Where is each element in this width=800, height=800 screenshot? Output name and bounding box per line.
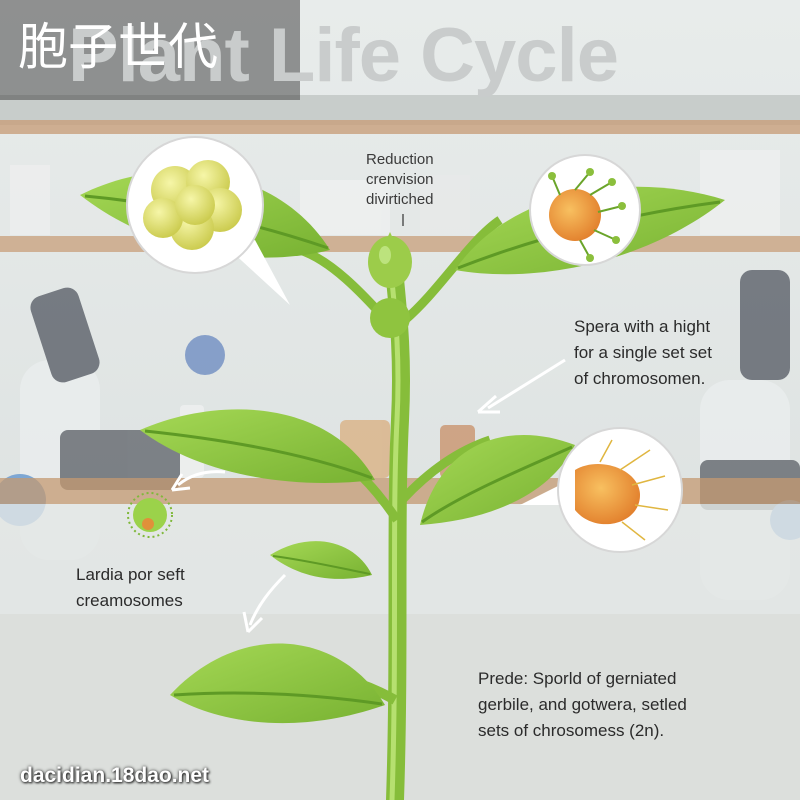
sporangium-circle-mid (520, 427, 683, 553)
callout-left-line-1: Lardia por seft (76, 565, 185, 584)
callout-top-line-2: crenvision (366, 171, 434, 188)
callout-left-line-2: creamosomes (76, 591, 183, 610)
branch-upper-right (402, 216, 503, 324)
leaf-lower-small (270, 541, 372, 579)
callout-left: Lardia por seft creamosomes (76, 562, 185, 614)
callout-right-line-3: of chromosomen. (574, 369, 706, 388)
callout-bottom-line-3: sets of chrosomess (2n). (478, 721, 665, 740)
callout-right: Spera with a hight for a single set set … (574, 314, 712, 392)
spore-cluster-circle (126, 136, 290, 305)
shelf-top (0, 120, 800, 134)
callout-arrows (170, 358, 566, 634)
callout-top-line-1: Reduction (366, 151, 434, 168)
sporangium-circle-top (529, 154, 641, 266)
callout-top: Reduction crenvision divirtiched (366, 150, 434, 210)
leaf-mid-right (420, 434, 575, 525)
callout-bottom: Prede: Sporld of gerniated gerbile, and … (478, 666, 687, 744)
callout-top-line-3: divirtiched (366, 191, 434, 208)
watermark-text: dacidian.18dao.net (20, 764, 210, 787)
leaf-mid-left (140, 409, 375, 483)
callout-bottom-line-2: gerbile, and gotwera, setled (478, 695, 687, 714)
cn-title-banner (0, 0, 300, 100)
callout-bottom-line-1: Prede: Sporld of gerniated (478, 669, 677, 688)
callout-right-line-2: for a single set set (574, 343, 712, 362)
leaf-bottom-left (170, 643, 385, 724)
callout-right-line-1: Spera with a hight (574, 317, 711, 336)
cn-title: 胞子世代 (18, 18, 218, 76)
branch-mid-right (398, 435, 492, 504)
flower-buds (368, 232, 412, 338)
page-title: Plant Life Cycle (68, 13, 619, 98)
green-spore (127, 492, 173, 538)
